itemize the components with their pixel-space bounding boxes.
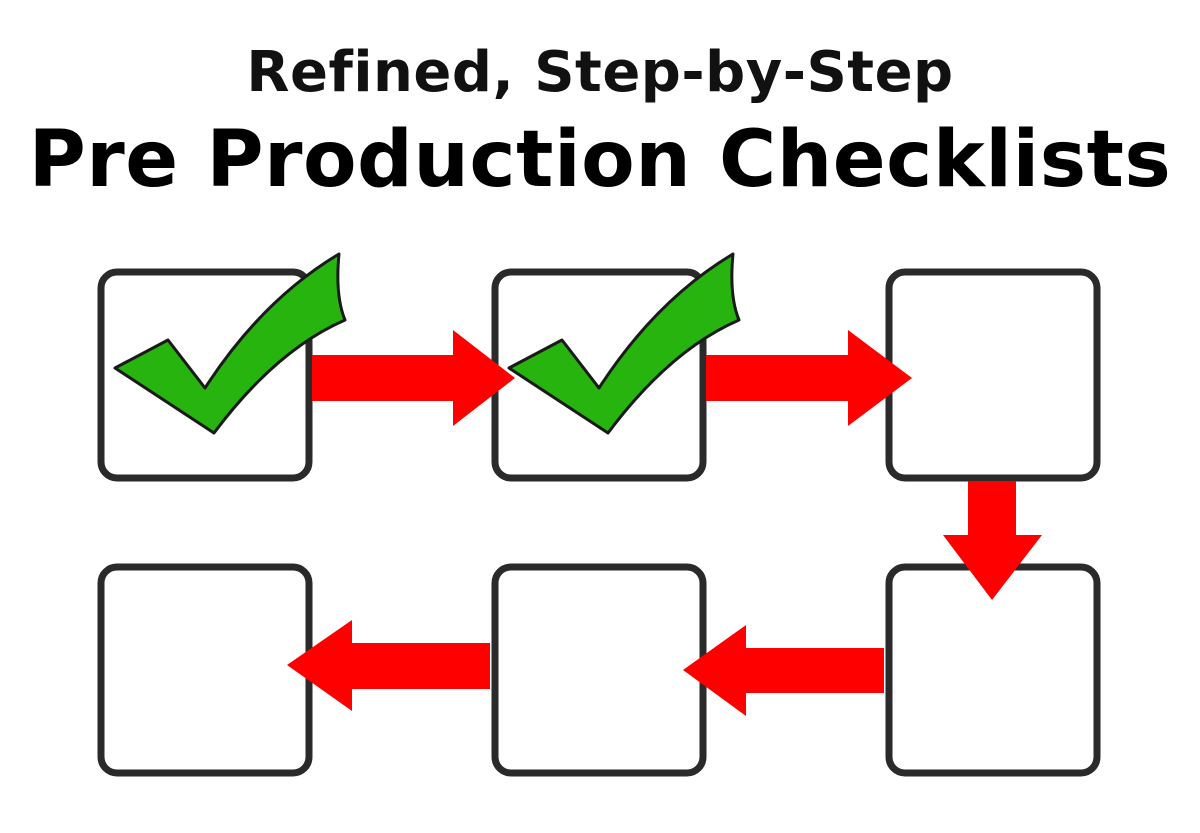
- checkmark-icon: [507, 252, 741, 435]
- subtitle: Refined, Step-by-Step: [246, 40, 954, 105]
- arrow-icon: [943, 481, 1042, 600]
- checkmark-1: [113, 252, 347, 435]
- arrow-icon: [287, 620, 490, 711]
- step-boxes: [97, 268, 1101, 777]
- checkmark-2: [507, 252, 741, 435]
- step-box-6: [97, 563, 313, 777]
- arrow-icon: [312, 330, 515, 426]
- page-title: Pre Production Checklists: [28, 115, 1172, 205]
- step-box-5: [491, 563, 707, 777]
- arrow-icon: [706, 330, 912, 426]
- step-box-3: [885, 268, 1101, 482]
- arrow-icon: [683, 625, 884, 716]
- flow-arrows: [287, 330, 1042, 716]
- checkmark-icon: [113, 252, 347, 435]
